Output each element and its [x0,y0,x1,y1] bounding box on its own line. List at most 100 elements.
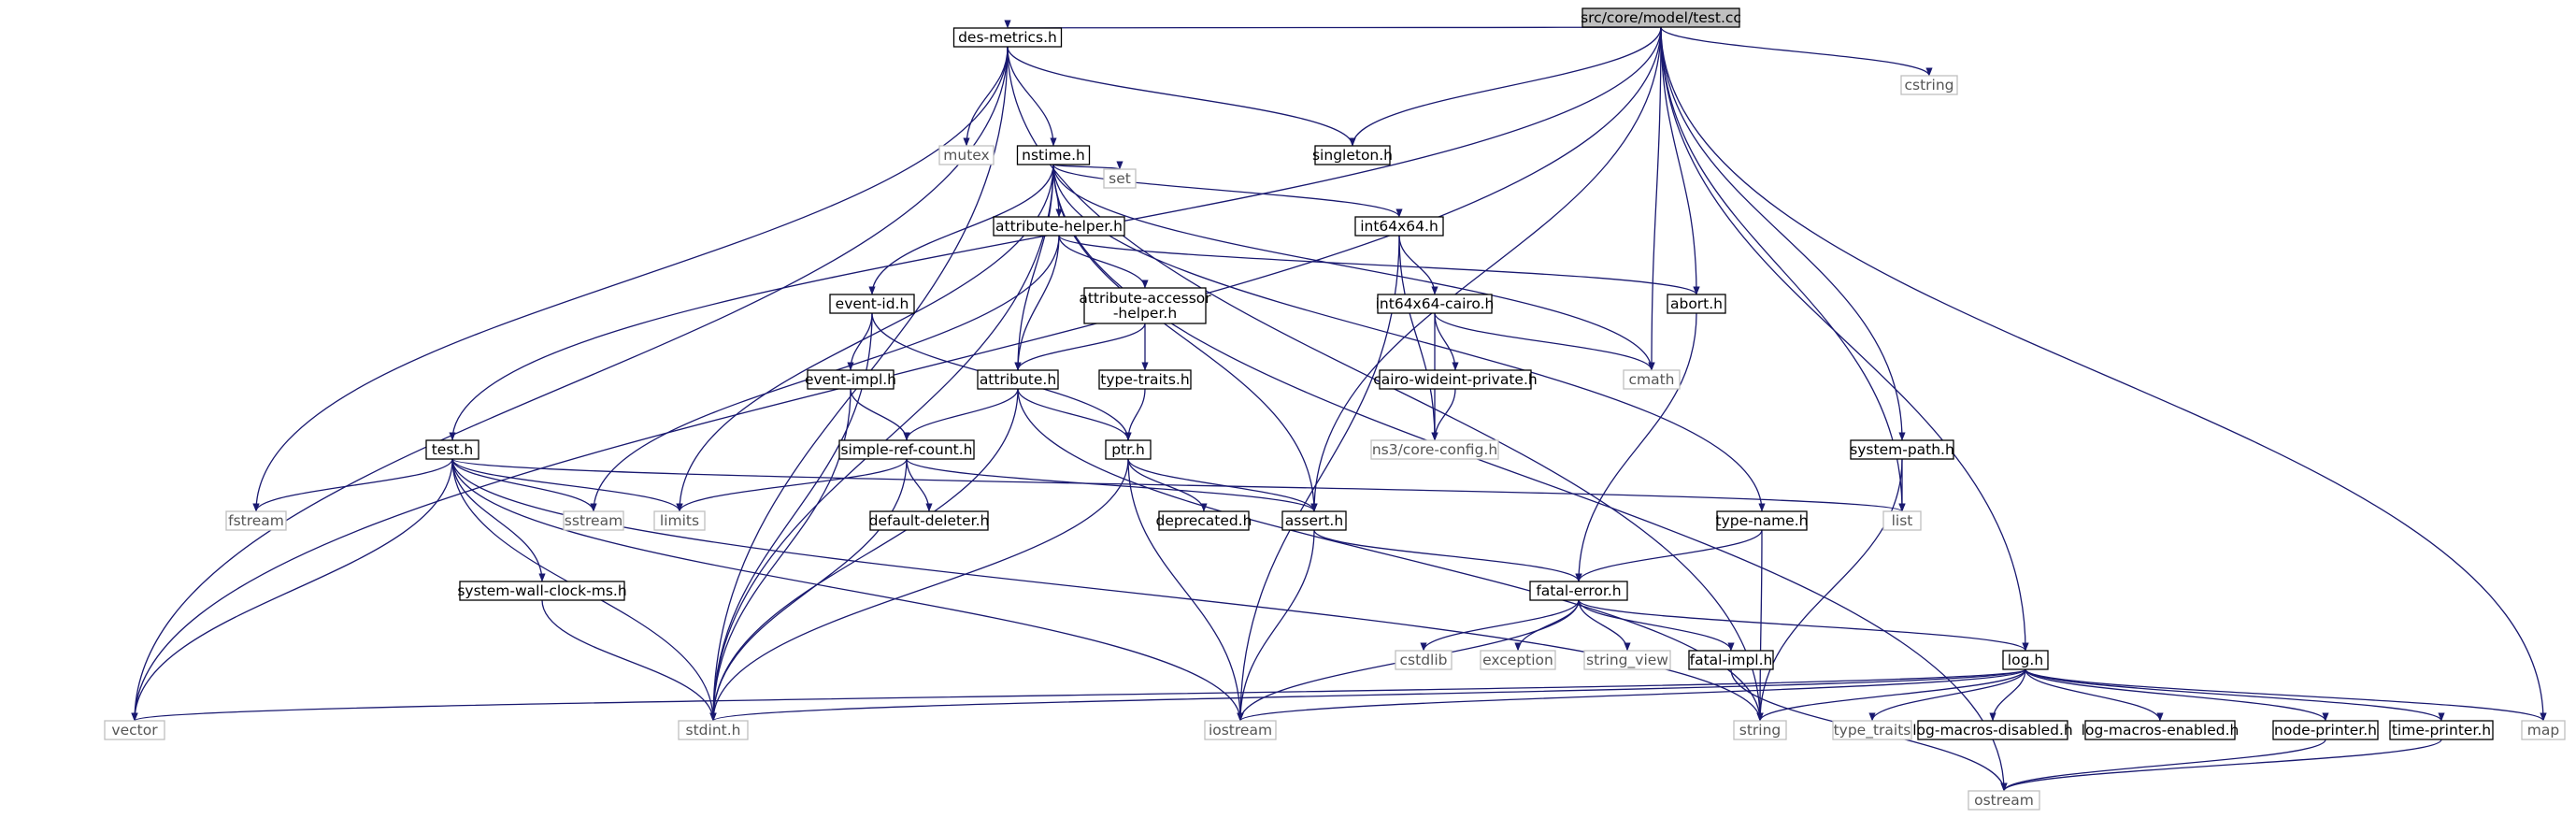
edge-line [709,458,908,722]
node-box [1667,294,1726,314]
edge-line [1431,388,1456,441]
edge-line [1058,235,1700,295]
edge-root-to-map [1660,26,2547,722]
node-root[interactable]: src/core/model/test.cc [1581,7,1741,28]
node-map: map [2521,720,2566,740]
node-attribute[interactable]: attribute.h [977,369,1059,390]
node-label: int64x64-cairo.h [1376,295,1495,312]
node-label: sstream [565,512,623,529]
edge-line [1017,388,1764,722]
node-label: iostream [1209,722,1272,739]
node-label: list [1892,512,1913,529]
node-label: cairo-wideint-private.h [1373,371,1537,388]
node-log[interactable]: log.h [2002,650,2049,670]
node-label: src/core/model/test.cc [1581,9,1741,26]
node-singleton[interactable]: singleton.h [1312,145,1393,165]
node-box [869,510,989,531]
node-label: -helper.h [1113,305,1177,322]
node-string: string [1733,720,1787,740]
node-label: attribute-accessor [1079,290,1211,307]
node-ns3-core-config: ns3/core-config.h [1370,439,1499,460]
node-label: type-traits.h [1100,371,1189,388]
edge-root-to-cstring [1660,26,1933,77]
edge-line [2025,668,2445,722]
edge-line [132,668,2026,722]
edge-cairo-wideint-to-ns3-core-config [1431,388,1456,441]
edge-des-metrics-to-vector [131,46,1009,722]
edge-line [1398,235,1438,295]
node-box [2002,650,2049,670]
edge-int64x64-cairo-to-cmath [1434,312,1655,371]
node-box [1083,287,1207,324]
edge-line [451,458,1764,722]
node-node-printer[interactable]: node-printer.h [2272,720,2379,740]
edge-log-to-stdint [709,668,2026,722]
node-limits: limits [653,510,706,531]
node-box [225,510,287,531]
node-cairo-wideint[interactable]: cairo-wideint-private.h [1373,369,1538,390]
node-assert[interactable]: assert.h [1281,510,1347,531]
edge-attribute-to-string [1017,388,1764,722]
node-deprecated[interactable]: deprecated.h [1155,510,1252,531]
node-label: vector [111,722,158,739]
edge-line [1017,388,1132,441]
node-log-macros-enabled[interactable]: log-macros-enabled.h [2082,720,2240,740]
edge-line [451,458,1906,512]
node-box [1158,510,1250,531]
node-int64x64-cairo[interactable]: int64x64-cairo.h [1376,294,1495,314]
node-attribute-helper[interactable]: attribute-helper.h [993,216,1125,237]
node-ptr[interactable]: ptr.h [1105,439,1152,460]
node-label: type-name.h [1716,512,1809,529]
edge-line [1434,312,1655,371]
node-abort[interactable]: abort.h [1667,294,1726,314]
edge-test-h-to-system-wall-clock [451,458,546,582]
edge-line [2025,668,2329,722]
node-simple-ref-count[interactable]: simple-ref-count.h [838,439,975,460]
edge-root-to-assert [1310,26,1662,512]
node-test-h[interactable]: test.h [425,439,479,460]
node-box [938,145,995,165]
edge-line [1007,21,1662,29]
edge-line [1014,323,1146,371]
node-label: test.h [432,441,474,458]
edge-line [131,46,1009,722]
node-time-printer[interactable]: time-printer.h [2389,720,2494,740]
node-default-deleter[interactable]: default-deleter.h [869,510,990,531]
node-log-macros-disabled[interactable]: log-macros-disabled.h [1912,720,2073,740]
node-system-path[interactable]: system-path.h [1850,439,1954,460]
node-box [2389,720,2494,740]
edge-int64x64-to-int64x64-cairo [1398,235,1438,295]
node-event-id[interactable]: event-id.h [829,294,915,314]
node-label: singleton.h [1312,147,1393,164]
edge-type-name-to-fatal-error [1575,529,1763,582]
edge-simple-ref-count-to-assert [906,458,1318,512]
node-attr-accessor[interactable]: attribute-accessor-helper.h [1079,287,1211,324]
node-box [1900,75,1958,95]
node-box [1016,145,1091,165]
node-type-traits-h[interactable]: type-traits.h [1098,369,1192,390]
node-box [2272,720,2379,740]
node-box [1529,581,1628,601]
edge-line [1578,599,1631,652]
node-box [1917,720,2068,740]
edge-line [252,458,453,512]
node-system-wall-clock[interactable]: system-wall-clock-ms.h [457,581,627,601]
edge-nstime-to-ostream [1052,164,2008,792]
edge-fatal-error-to-fatal-impl [1578,599,1735,652]
node-des-metrics[interactable]: des-metrics.h [952,27,1063,48]
edge-root-to-des-metrics [1007,21,1662,29]
node-fatal-impl[interactable]: fatal-impl.h [1688,650,1774,670]
edge-line [1660,26,1906,441]
node-list: list [1882,510,1922,531]
edge-test-h-to-vector [131,458,453,722]
node-label: set [1109,170,1131,187]
edge-event-impl-to-stdint [709,388,852,722]
node-int64x64[interactable]: int64x64.h [1354,216,1444,237]
node-type-name[interactable]: type-name.h [1716,510,1809,531]
node-fatal-error[interactable]: fatal-error.h [1529,581,1628,601]
node-event-impl[interactable]: event-impl.h [805,369,896,390]
node-label: system-path.h [1850,441,1954,458]
edge-line [451,458,546,582]
node-exception: exception [1480,650,1556,670]
node-nstime[interactable]: nstime.h [1016,145,1091,165]
